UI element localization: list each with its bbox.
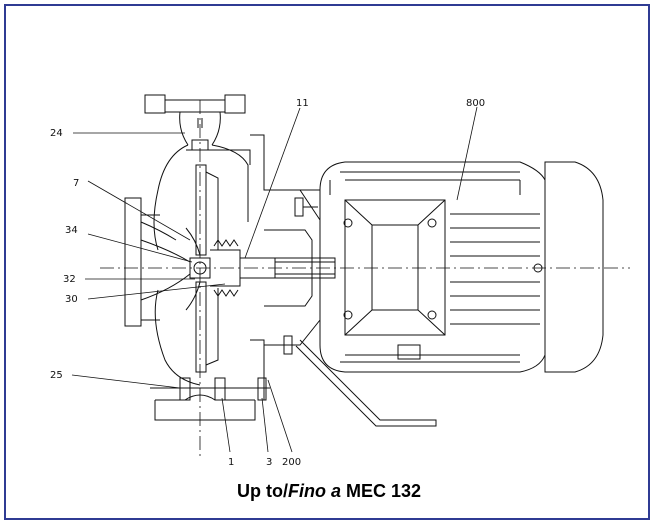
callout-1: 1 <box>228 457 234 468</box>
callout-200: 200 <box>282 457 301 468</box>
callout-11: 11 <box>296 98 309 109</box>
callout-25: 25 <box>50 370 63 381</box>
leader-lines <box>71 106 478 453</box>
caption-prefix: Up to/ <box>236 481 288 501</box>
motor-adapter <box>264 189 321 355</box>
callout-7: 7 <box>73 178 79 189</box>
motor <box>295 161 604 427</box>
callout-34: 34 <box>65 225 78 236</box>
suction-flange <box>124 197 191 327</box>
callout-30: 30 <box>65 294 78 305</box>
caption-italic: Fino a <box>287 481 341 501</box>
callout-32: 32 <box>63 274 76 285</box>
pump-foot <box>150 377 270 421</box>
figure-caption: Up to/Fino a MEC 132 <box>0 481 658 502</box>
callout-24: 24 <box>50 128 63 139</box>
shaft <box>274 257 336 279</box>
caption-suffix: MEC 132 <box>340 481 422 501</box>
callout-3: 3 <box>266 457 272 468</box>
impeller <box>185 164 219 373</box>
discharge-flange <box>144 94 246 146</box>
callout-800: 800 <box>466 98 485 109</box>
volute-casing <box>153 134 320 400</box>
